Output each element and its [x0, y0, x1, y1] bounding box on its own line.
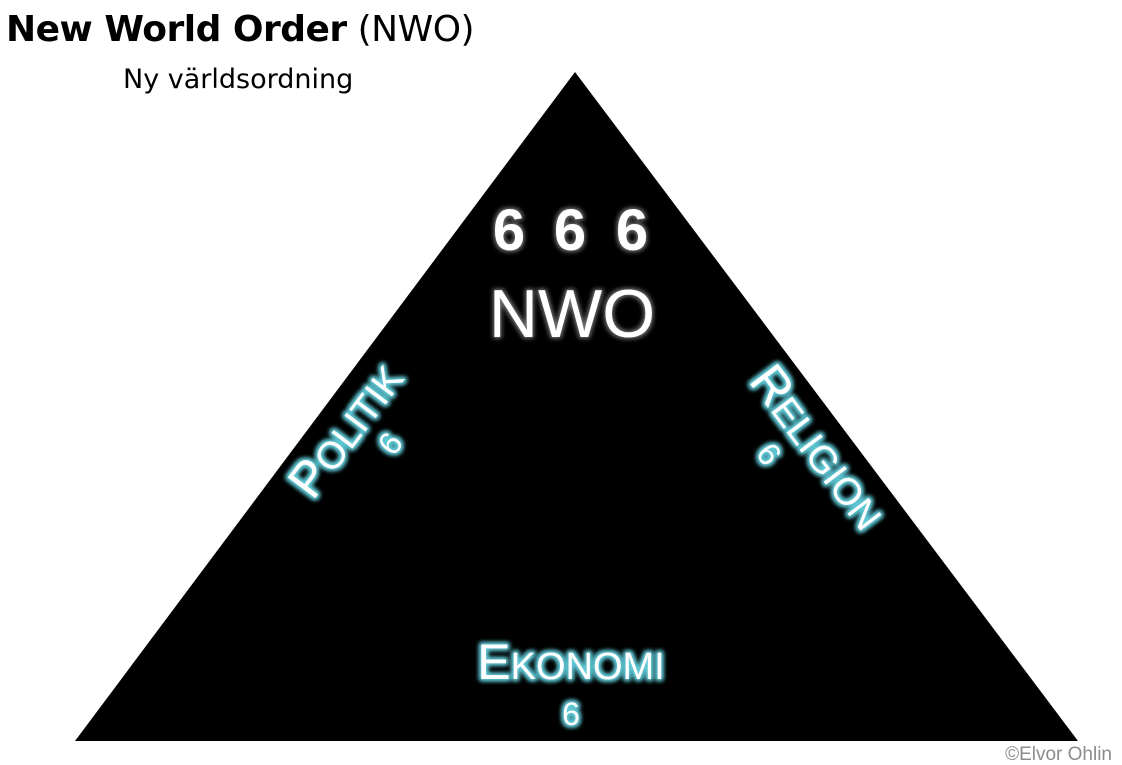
- apex-label: NWO: [489, 276, 655, 352]
- copyright-notice: ©Elvor Ohlin: [1005, 744, 1112, 765]
- pyramid-triangle: [75, 72, 1078, 741]
- bottom-label: EKONOMI: [477, 634, 664, 690]
- bottom-side-group: EKONOMI 6: [477, 634, 664, 732]
- title-abbreviation: (NWO): [346, 9, 475, 50]
- page-title: New World Order (NWO): [6, 6, 475, 54]
- apex-number-1: 6: [493, 198, 525, 263]
- bottom-label-initial: E: [477, 634, 510, 690]
- bottom-number: 6: [562, 696, 580, 732]
- page-subtitle: Ny världsordning: [123, 64, 354, 95]
- apex-number-2: 6: [554, 198, 586, 263]
- title-main: New World Order: [6, 9, 347, 50]
- apex-number-3: 6: [616, 198, 648, 263]
- apex-group: 6 6 6 NWO: [489, 198, 655, 352]
- bottom-label-rest: KONOMI: [511, 646, 665, 688]
